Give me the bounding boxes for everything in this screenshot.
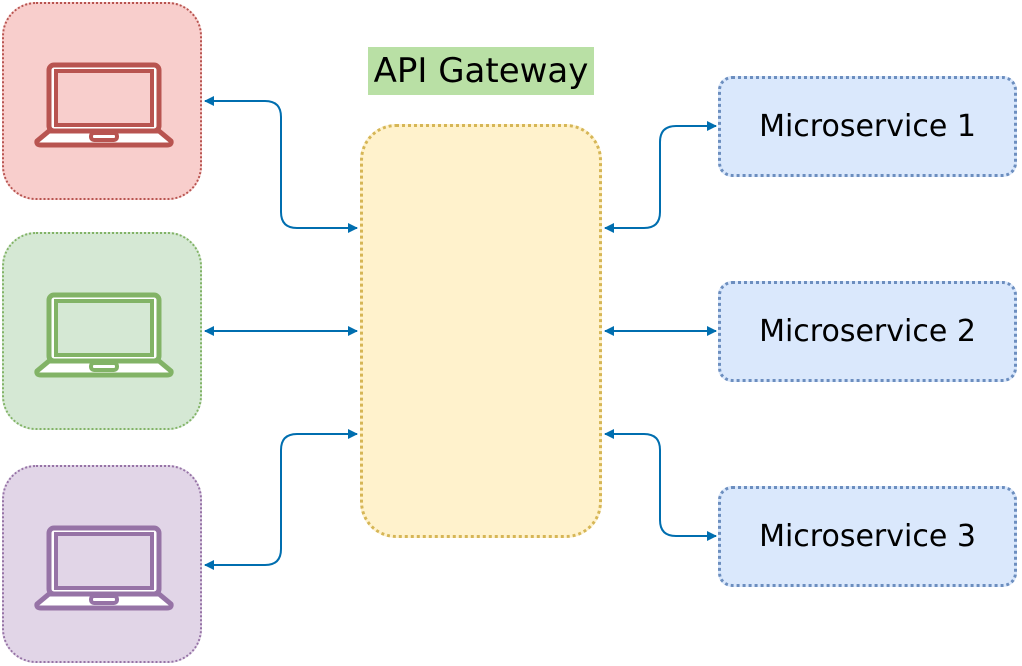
laptop-icon [34,292,174,378]
connector-purple-gateway [204,429,358,570]
laptop-client-green [2,232,202,430]
microservice-2-box: Microservice 2 [718,281,1017,382]
gateway-label: API Gateway [368,47,594,95]
microservice-3-box: Microservice 3 [718,486,1017,587]
laptop-client-red [2,2,202,200]
connector-gateway-ms1 [604,121,717,233]
microservice-label: Microservice 2 [759,314,976,349]
microservice-1-box: Microservice 1 [718,76,1017,177]
microservice-label: Microservice 3 [759,519,976,554]
laptop-icon [34,62,174,148]
connector-gateway-ms3 [604,429,717,541]
laptop-icon [34,525,174,611]
microservice-label: Microservice 1 [759,109,976,144]
connector-red-gateway [204,96,358,233]
laptop-client-purple [2,465,202,663]
api-gateway-box [360,124,602,538]
